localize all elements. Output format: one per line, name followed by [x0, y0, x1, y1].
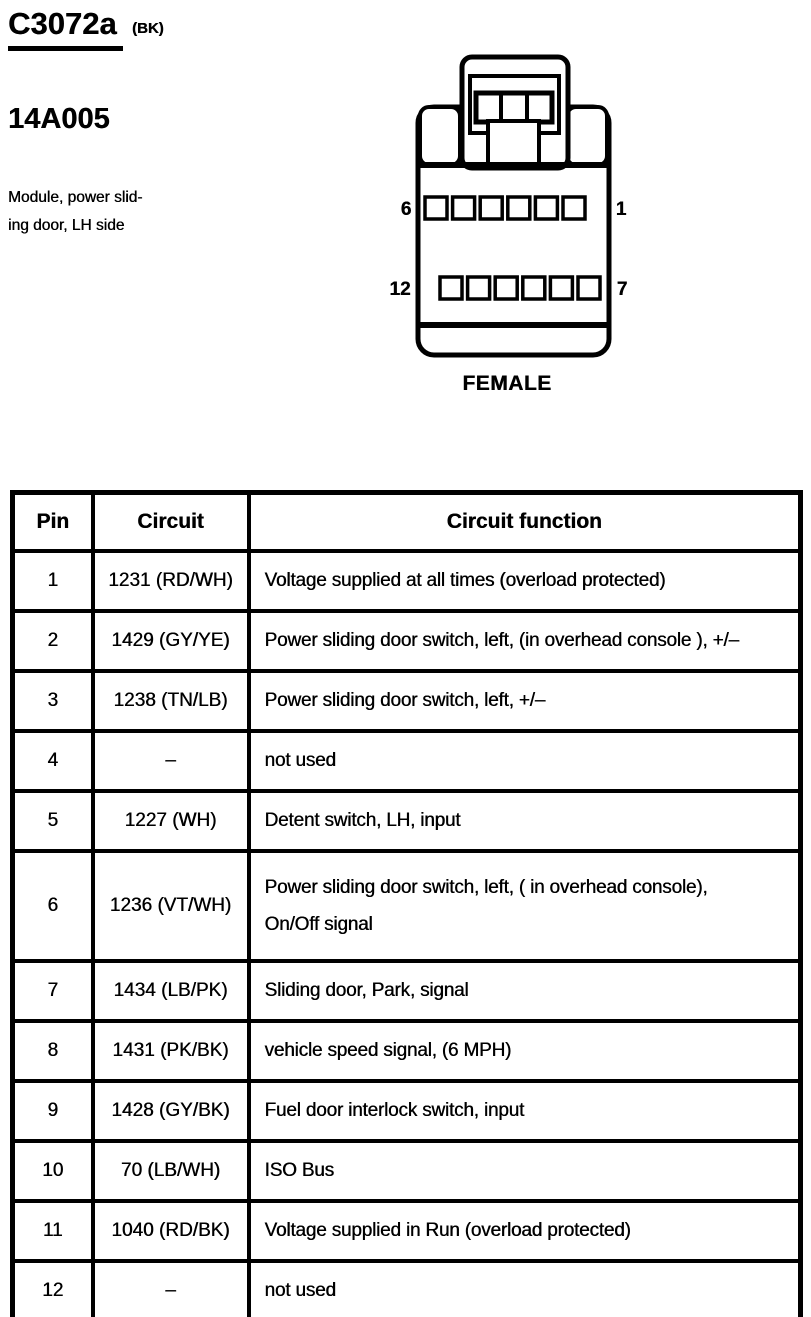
function-cell: Power sliding door switch, left, ( in ov…	[246, 849, 803, 963]
function-cell: not used	[246, 1259, 803, 1317]
pin-cavity-row-bottom	[438, 275, 602, 301]
pin-cavity	[506, 195, 532, 221]
function-line1: Power sliding door switch, left, ( in ov…	[264, 876, 708, 898]
table-header-row: Pin Circuit Circuit function	[10, 490, 803, 553]
function-line2: On/Off signal	[264, 914, 373, 935]
circuit-cell: –	[90, 1259, 251, 1317]
connector-shoulder-right	[565, 105, 609, 167]
body-top-rail	[418, 162, 609, 168]
pin-cavity	[548, 275, 575, 301]
function-cell: Voltage supplied in Run (overload protec…	[246, 1199, 803, 1263]
circuit-cell: 1231 (RD/WH)	[90, 549, 251, 613]
function-cell: not used	[246, 729, 803, 793]
part-number: 14A005	[8, 103, 110, 135]
pin-cell: 12	[10, 1259, 95, 1317]
pin-cell: 5	[10, 789, 95, 853]
function-cell: vehicle speed signal, (6 MPH)	[246, 1019, 803, 1083]
connector-description-line1: Module, power slid-	[8, 189, 143, 206]
pin-cavity	[478, 195, 504, 221]
pin-cavity	[493, 275, 519, 301]
pin-cavity	[521, 275, 547, 301]
pin-cavity	[533, 195, 560, 221]
function-cell: Detent switch, LH, input	[246, 789, 803, 853]
pin-label-bottom-right: 7	[617, 279, 628, 300]
connector-gender-label: FEMALE	[462, 372, 552, 395]
pin-cell: 10	[10, 1139, 95, 1203]
table-row: 4–not used	[10, 729, 803, 793]
latch-stem	[486, 119, 541, 170]
pin-label-bottom-left: 12	[389, 279, 410, 300]
pin-label-top-left: 6	[401, 199, 412, 220]
pin-cell: 3	[10, 669, 95, 733]
function-cell: Voltage supplied at all times (overload …	[246, 549, 803, 613]
function-cell: ISO Bus	[246, 1139, 803, 1203]
circuit-cell: 1227 (WH)	[90, 789, 251, 853]
circuit-cell: 70 (LB/WH)	[90, 1139, 251, 1203]
circuit-cell: 1238 (TN/LB)	[90, 669, 251, 733]
pin-cell: 7	[10, 959, 95, 1023]
connector-face-diagram: 6 1 12 7	[389, 54, 628, 358]
circuit-cell: 1428 (GY/BK)	[90, 1079, 251, 1143]
pin-cell: 6	[10, 849, 95, 963]
circuit-cell: 1040 (RD/BK)	[90, 1199, 251, 1263]
pin-cavity-row-top	[423, 195, 587, 221]
function-cell: Power sliding door switch, left, (in ove…	[246, 609, 803, 673]
function-cell: Fuel door interlock switch, input	[246, 1079, 803, 1143]
connector-id: C3072a	[8, 6, 123, 51]
circuit-cell: 1434 (LB/PK)	[90, 959, 251, 1023]
pin-cavity	[450, 195, 477, 221]
connector-description: Module, power slid- ing door, LH side	[8, 184, 142, 240]
connector-description-line2: ing door, LH side	[8, 217, 125, 234]
circuit-cell: –	[90, 729, 251, 793]
pin-cell: 4	[10, 729, 95, 793]
function-cell: Sliding door, Park, signal	[246, 959, 803, 1023]
column-header-pin: Pin	[10, 490, 95, 553]
pin-cell: 11	[10, 1199, 95, 1263]
connector-color-code: (BK)	[132, 20, 164, 37]
pin-cavity	[561, 195, 587, 221]
latch-lock-box	[473, 90, 555, 125]
function-cell: Power sliding door switch, left, +/–	[246, 669, 803, 733]
pin-cell: 8	[10, 1019, 95, 1083]
pin-cavity	[465, 275, 492, 301]
column-header-circuit-function: Circuit function	[246, 490, 803, 553]
table-row: 12–not used	[10, 1259, 803, 1317]
pin-cell: 1	[10, 549, 95, 613]
column-header-circuit: Circuit	[90, 490, 251, 553]
pin-cavity	[576, 275, 602, 301]
body-bottom-rail	[418, 322, 609, 328]
pin-cavity	[423, 195, 449, 221]
circuit-cell: 1236 (VT/WH)	[90, 849, 251, 963]
pin-label-top-right: 1	[616, 199, 627, 220]
connector-shoulder-left	[418, 105, 462, 167]
pin-cell: 9	[10, 1079, 95, 1143]
circuit-cell: 1429 (GY/YE)	[90, 609, 251, 673]
circuit-cell: 1431 (PK/BK)	[90, 1019, 251, 1083]
pin-cavity	[438, 275, 464, 301]
connector-id-text: C3072a	[8, 6, 123, 51]
pin-cell: 2	[10, 609, 95, 673]
